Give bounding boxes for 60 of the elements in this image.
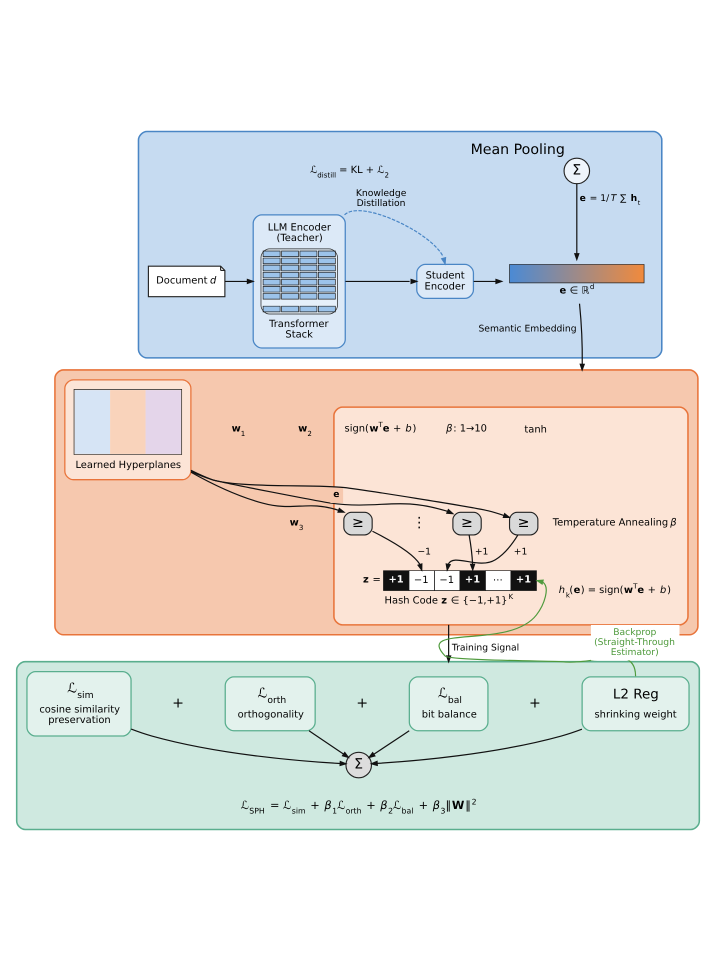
edge-label: e [333,488,340,500]
node-box: L2 Reg shrinking weight [581,676,690,732]
label: + [172,695,184,712]
cluster [333,406,689,626]
cluster [138,130,663,359]
arrow [446,534,518,572]
edge-label: Backprop (Straight-Through Estimator) [594,627,675,658]
edge-label: +1 [474,546,488,558]
node-label: Hash Code z ∈ {−1,+1}$^{K}$ [384,592,514,606]
label: Temperature Annealing β [552,518,677,529]
arrow [190,472,346,513]
edge-label: +1 [514,546,528,558]
arrow [468,534,476,572]
label: β: 1→10 [446,424,487,435]
edge-label: Semantic Embedding [478,323,577,334]
node-box: Student Encoder [416,264,474,300]
arrow [372,530,422,572]
node-box: ℒ$_{bal}$ bit balance [408,676,489,732]
label: w$_{2}$ [298,424,312,438]
arrow [190,470,454,514]
node-circle: Σ [345,752,372,778]
label: + [529,695,541,712]
edge-label: Training Signal [452,642,520,654]
node-box: ℒ$_{sim}$ cosine similarity preservation [26,670,132,737]
arrow [130,728,348,766]
arrow [439,580,636,676]
label: ℒ$_{SPH}$ = ℒ$_{sim}$ + β$_{1}$ℒ$_{orth}$ + β$_{2}$ℒ$_{bal}$ + β$_{3}$‖W‖$^{2}$ [240,797,477,816]
node-box: ≥ [452,512,482,536]
arrow [190,470,512,518]
label: + [356,695,368,712]
arrow [344,210,446,266]
arrow [574,184,580,262]
label: w$_{3}$ [290,518,304,532]
edge-label: e = 1/T ∑ h$_{t}$ [580,192,640,207]
node-box: LLM Encoder (Teacher) Transformer Stack [252,214,346,349]
arrow [578,304,586,372]
cluster [54,369,699,636]
node-box: ≥ [508,512,538,536]
node-box: Learned Hyperplanes [64,379,192,480]
node-box: ≥ [343,512,373,536]
label: ℒ$_{distill}$ = KL + ℒ$_{2}$ [310,164,390,180]
label: tanh [524,424,547,436]
edge-label: Knowledge Distillation [356,188,406,209]
label: ⋮ [412,515,426,532]
arrow [308,730,350,758]
arrow [224,278,255,284]
node-box: ℒ$_{orth}$ orthogonality [224,676,316,732]
cluster [16,660,700,830]
edge-label: −1 [417,546,432,558]
arrow [370,728,582,766]
arrow [474,278,504,284]
node-circle: Σ [564,158,590,184]
label: sign(w$^{T}$e + b) [344,420,416,435]
label: h$_{k}$(e) = sign(w$^{T}$e + b) [558,582,671,600]
arrow [345,278,419,284]
node-label: Mean Pooling [470,142,565,158]
arrow [368,730,410,758]
label: w$_{1}$ [232,424,246,438]
node-label: e ∈ ℝ$^{d}$ [559,282,594,297]
node-label: z = [362,574,381,586]
